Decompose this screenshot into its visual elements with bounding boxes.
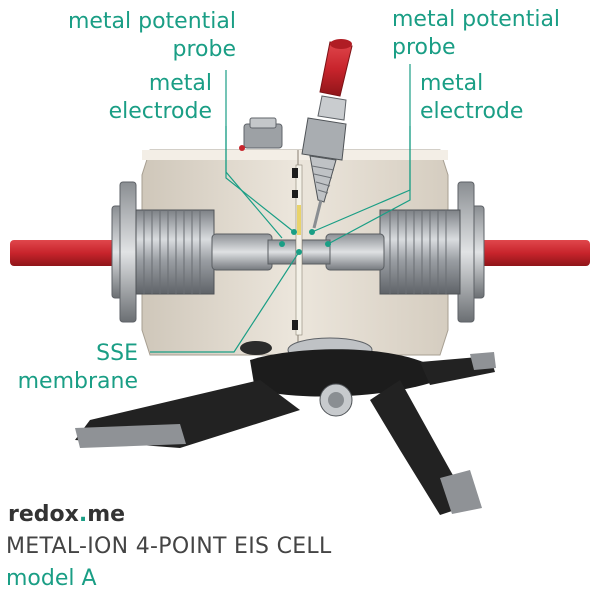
leader-right-electrode	[327, 126, 411, 245]
brand-suffix: me	[87, 502, 126, 527]
label-right-potential-probe: metal potential probe	[392, 6, 560, 62]
dot-membrane	[296, 249, 302, 255]
right-electrode-assembly	[301, 181, 590, 323]
label-line: SSE	[96, 341, 138, 366]
brand-logo: redox.me	[8, 502, 125, 527]
brand-prefix: redox	[8, 502, 79, 527]
left-electrode-assembly	[10, 181, 297, 323]
label-line: probe	[392, 35, 456, 60]
label-line: electrode	[108, 99, 212, 124]
label-left-metal-electrode: metal electrode	[70, 70, 212, 126]
dot-left-electrode	[279, 241, 285, 247]
brand-dot: .	[78, 502, 88, 527]
callout-leaders	[150, 64, 411, 353]
label-line: metal	[420, 71, 484, 96]
dot-right-probe	[309, 229, 315, 235]
label-line: membrane	[17, 369, 138, 394]
label-line: electrode	[420, 99, 524, 124]
tripod-stand	[75, 337, 496, 515]
callout-dots	[279, 229, 331, 255]
label-right-metal-electrode: metal electrode	[420, 70, 523, 126]
dot-right-electrode	[325, 241, 331, 247]
product-subtitle: model A	[6, 566, 97, 591]
leader-membrane	[150, 251, 300, 353]
product-title: METAL-ION 4-POINT EIS CELL	[6, 534, 332, 559]
leader-left-probe	[225, 70, 295, 233]
potential-probe	[301, 39, 353, 229]
label-line: probe	[172, 37, 237, 62]
dot-left-probe	[291, 229, 297, 235]
label-sse-membrane: SSE membrane	[6, 340, 138, 396]
label-line: metal	[148, 71, 212, 96]
label-line: metal potential	[392, 7, 561, 32]
label-left-potential-probe: metal potential probe	[30, 8, 236, 64]
label-line: metal potential	[67, 9, 236, 34]
leader-left-electrode	[225, 126, 283, 239]
